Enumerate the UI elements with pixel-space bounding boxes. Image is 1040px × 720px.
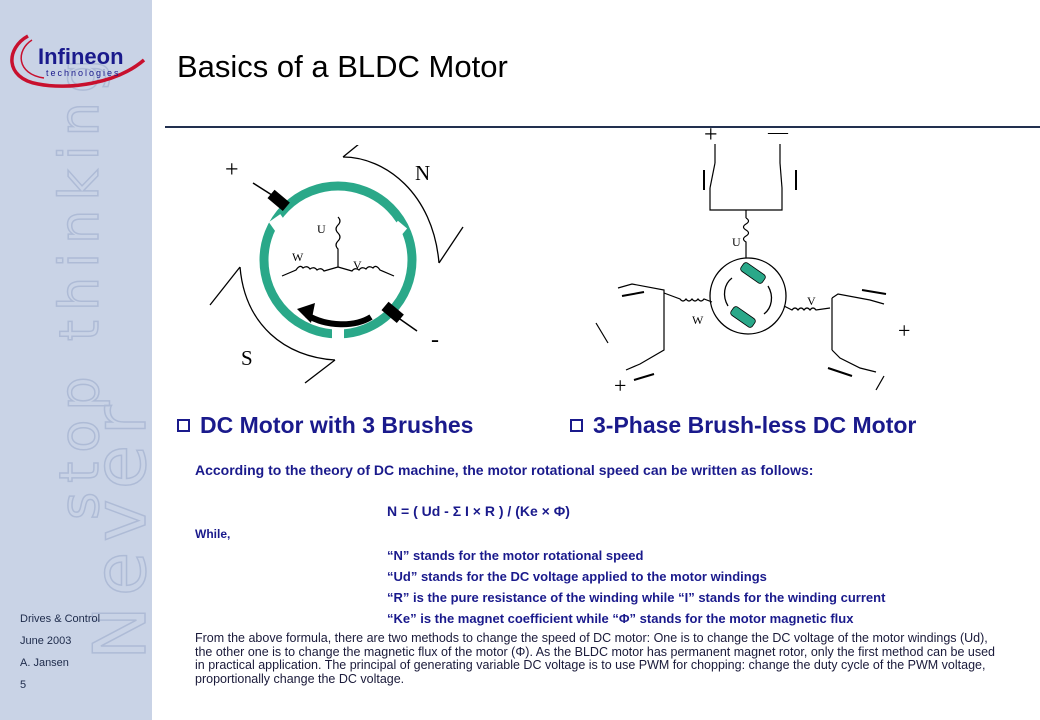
- brush-plus-lead: [252, 182, 276, 198]
- footer-page-number: 5: [20, 679, 27, 691]
- coil-u: [742, 217, 750, 260]
- switch-w-high-gate: [621, 291, 645, 297]
- intro-text: According to the theory of DC machine, t…: [195, 462, 814, 478]
- footer-date: June 2003: [20, 635, 72, 647]
- switch-u-high: [709, 162, 716, 189]
- coil-w: [663, 292, 713, 303]
- footer-author: A. Jansen: [20, 657, 69, 669]
- pole-n-arc: [342, 156, 440, 264]
- footer-department: Drives & Control: [20, 613, 101, 625]
- rotor-arc-left: [723, 277, 733, 307]
- definition-r-i: “R” is the pure resistance of the windin…: [387, 590, 886, 605]
- label-rail-minus: —: [767, 121, 789, 143]
- bridge-u-wire: [709, 188, 783, 211]
- rotation-arrow: [305, 312, 373, 328]
- logo-swoosh: [10, 34, 146, 88]
- label-winding-v: V: [353, 258, 362, 272]
- dc-motor-diagram: + - N S U W V: [209, 145, 464, 384]
- bullet-box-icon: [177, 419, 190, 432]
- infineon-logo: Infineon technologies: [10, 34, 146, 88]
- switch-w-low-gate: [633, 373, 655, 381]
- label-pole-s: S: [241, 346, 253, 370]
- label-v-plus: +: [898, 318, 910, 343]
- subhead-dc-label: DC Motor with 3 Brushes: [200, 412, 474, 438]
- switch-w-low: [625, 343, 665, 371]
- pole-s-side-line: [209, 266, 241, 306]
- label-w-plus: +: [614, 373, 626, 393]
- logo-text: Infineon: [38, 44, 124, 69]
- conclusion-text: From the above formula, there are two me…: [195, 631, 995, 686]
- winding-w-coil: [281, 265, 339, 277]
- definition-ke-phi: “Ke” is the magnet coefficient while “Φ”…: [387, 611, 854, 626]
- page-title: Basics of a BLDC Motor: [177, 49, 508, 84]
- label-minus: -: [431, 327, 439, 353]
- switch-v-low-gate: [827, 367, 853, 377]
- speed-formula: N = ( Ud - Σ I × R ) / (Ke × Φ): [387, 503, 570, 519]
- while-label: While,: [195, 527, 231, 541]
- watermark-never: Never: [78, 395, 152, 660]
- definition-n: “N” stands for the motor rotational spee…: [387, 548, 644, 563]
- pole-n-side-line: [438, 226, 464, 264]
- subhead-bldc-motor: 3-Phase Brush-less DC Motor: [570, 412, 916, 439]
- switch-w-high-mark: [595, 322, 609, 344]
- switch-v-low-mark: [875, 375, 885, 391]
- pole-s-bottom-line: [304, 359, 336, 384]
- subhead-dc-motor: DC Motor with 3 Brushes: [177, 412, 473, 439]
- winding-u-coil: [335, 216, 341, 267]
- label-winding-v: V: [807, 294, 816, 308]
- brush-minus-lead: [396, 316, 418, 332]
- label-winding-u: U: [732, 235, 741, 249]
- watermark-stop-thinking: stop thinking: [48, 50, 111, 520]
- label-rail-plus: +: [704, 122, 718, 148]
- label-plus: +: [225, 157, 239, 183]
- label-winding-w: W: [692, 313, 704, 327]
- motor-stator: [709, 257, 787, 335]
- rotor-bar-bottom: [730, 306, 756, 328]
- segment-gap-1: [388, 220, 408, 240]
- switch-v-low: [831, 349, 877, 373]
- label-winding-u: U: [317, 222, 326, 236]
- label-winding-w: W: [292, 250, 304, 264]
- footer: Drives & Control June 2003 A. Jansen 5: [20, 608, 100, 696]
- coil-v: [783, 305, 831, 311]
- pole-s-arc: [239, 266, 336, 361]
- subhead-bldc-label: 3-Phase Brush-less DC Motor: [593, 412, 917, 438]
- label-pole-n: N: [415, 161, 430, 185]
- switch-v-high-gate: [861, 289, 887, 295]
- switch-v-high: [831, 293, 885, 305]
- segment-gap-2: [332, 325, 344, 341]
- pole-n-top-line: [342, 145, 359, 158]
- sidebar: Never stop thinking Infineon technologie…: [0, 0, 152, 720]
- switch-w-high: [617, 283, 665, 293]
- bldc-motor-diagram: + — U W V + +: [595, 121, 910, 393]
- title-rule: [165, 126, 1040, 128]
- logo-swoosh-inner: [20, 39, 45, 79]
- switch-u-low: [779, 162, 783, 189]
- definition-ud: “Ud” stands for the DC voltage applied t…: [387, 569, 767, 584]
- segment-gap-3: [268, 214, 288, 232]
- rotor-arc-right: [763, 285, 773, 315]
- rotation-arrowhead: [297, 303, 315, 323]
- winding-v-coil: [337, 265, 395, 277]
- logo-subtext: technologies: [46, 68, 121, 78]
- bullet-box-icon: [570, 419, 583, 432]
- rotor-bar-top: [740, 262, 766, 284]
- watermark: Never stop thinking: [47, 49, 152, 661]
